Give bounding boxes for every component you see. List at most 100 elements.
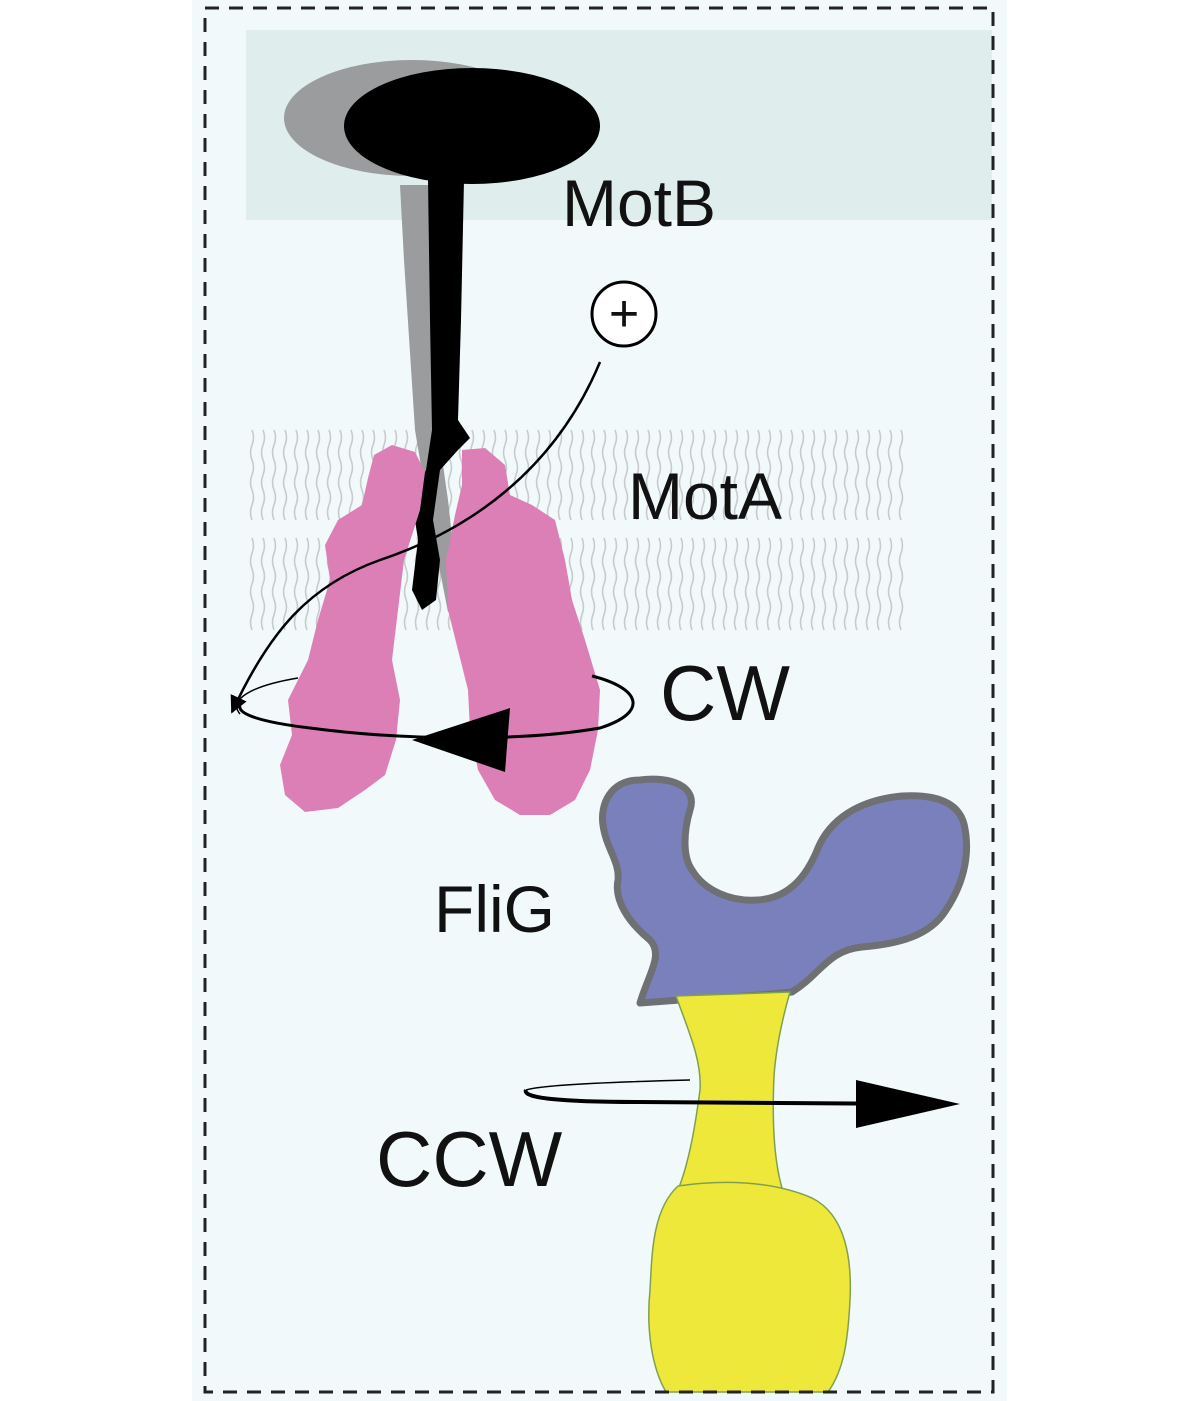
lipid-tail [854, 537, 860, 631]
lipid-tail [854, 429, 860, 521]
lipid-tail [678, 429, 684, 521]
lipid-tail [623, 537, 629, 631]
lipid-tail [711, 537, 717, 631]
lipid-tail [722, 429, 728, 521]
lipid-tail [667, 429, 673, 521]
dashed-frame [203, 6, 995, 1394]
lipid-tail [656, 429, 662, 521]
lipid-tail [293, 537, 299, 631]
lipid-tail [634, 429, 640, 521]
lipid-tail [271, 429, 277, 521]
lipid-tail [898, 537, 904, 631]
lipid-tail [590, 537, 596, 631]
lipid-tail [689, 429, 695, 521]
lipid-tail [645, 537, 651, 631]
lipid-tail [832, 429, 838, 521]
lipid-tail [744, 429, 750, 521]
lipid-tail [865, 429, 871, 521]
lipid-tail [777, 429, 783, 521]
lipid-tail [799, 429, 805, 521]
lipid-tail [689, 537, 695, 631]
cw-label: CW [660, 649, 790, 737]
lipid-tail [612, 429, 618, 521]
lipid-tail [315, 429, 321, 521]
lipid-tail [568, 429, 574, 521]
lipid-tail [876, 537, 882, 631]
lipid-tail [777, 537, 783, 631]
lipid-tail [634, 537, 640, 631]
lipid-tail [293, 429, 299, 521]
lipid-tail [821, 429, 827, 521]
lipid-tail [326, 429, 332, 521]
lipid-tail [282, 537, 288, 631]
ccw-arrowhead [856, 1080, 960, 1128]
motb-protein [284, 60, 600, 612]
lipid-tail [656, 537, 662, 631]
circled-plus-icon: + [590, 280, 658, 348]
lipid-tail [733, 537, 739, 631]
proton-symbol: + [609, 285, 639, 343]
lipid-tail [766, 537, 772, 631]
lipid-tail [348, 429, 354, 521]
lipid-tail [810, 429, 816, 521]
motb-head [344, 68, 600, 184]
lipid-tail [260, 429, 266, 521]
ccw-rotation-ellipse-back [525, 1079, 691, 1091]
lipid-tail [755, 537, 761, 631]
lipid-tail [612, 537, 618, 631]
lipid-tail [601, 537, 607, 631]
lipid-tail [865, 537, 871, 631]
lipid-tail [700, 429, 706, 521]
ccw-rotation-ellipse-front [523, 1089, 921, 1106]
lipid-tail [579, 537, 585, 631]
lipid-tail [579, 429, 585, 521]
lipid-tail [832, 537, 838, 631]
lipid-tail [810, 537, 816, 631]
lipid-tail [799, 537, 805, 631]
lipid-tail [645, 429, 651, 521]
lipid-tail [876, 429, 882, 521]
lipid-tail [887, 429, 893, 521]
lipid-tail [557, 429, 563, 521]
ccw-rotation-arrow [523, 1079, 960, 1128]
motb-stalk [412, 180, 470, 610]
flig-protein [599, 775, 971, 1007]
lipid-tail [700, 537, 706, 631]
motb-label: MotB [562, 166, 716, 240]
mota-left-subunit [280, 445, 425, 812]
lipid-tail [249, 429, 255, 521]
lipid-tail [843, 429, 849, 521]
lipid-tail [535, 429, 541, 521]
lipid-tail [744, 537, 750, 631]
cw-arrowhead [412, 708, 510, 772]
lipid-tail [766, 429, 772, 521]
motb-stalk-back [400, 185, 460, 612]
switch-complex [648, 991, 852, 1393]
lipid-tail [590, 429, 596, 521]
lipid-tail [282, 429, 288, 521]
ccw-label: CCW [376, 1115, 563, 1203]
lipid-tail [898, 429, 904, 521]
lipid-tail [733, 429, 739, 521]
switch-base [648, 1181, 852, 1393]
lipid-tail [667, 537, 673, 631]
lipid-tail [601, 429, 607, 521]
lipid-tail [887, 537, 893, 631]
cw-rotation-arrow [236, 674, 635, 772]
lipid-tail [711, 429, 717, 521]
lipid-tail [678, 537, 684, 631]
lipid-tail [304, 429, 310, 521]
lipid-tail [722, 537, 728, 631]
lipid-tail [337, 429, 343, 521]
flig-label: FliG [434, 872, 555, 946]
mota-label: MotA [628, 459, 782, 533]
lipid-tail [843, 537, 849, 631]
lipid-tail [788, 429, 794, 521]
lipid-tail [788, 537, 794, 631]
lipid-tail [755, 429, 761, 521]
lipid-tail [546, 429, 552, 521]
proton-path-arrow [230, 361, 602, 714]
lipid-tail [304, 537, 310, 631]
lipid-tail [315, 537, 321, 631]
